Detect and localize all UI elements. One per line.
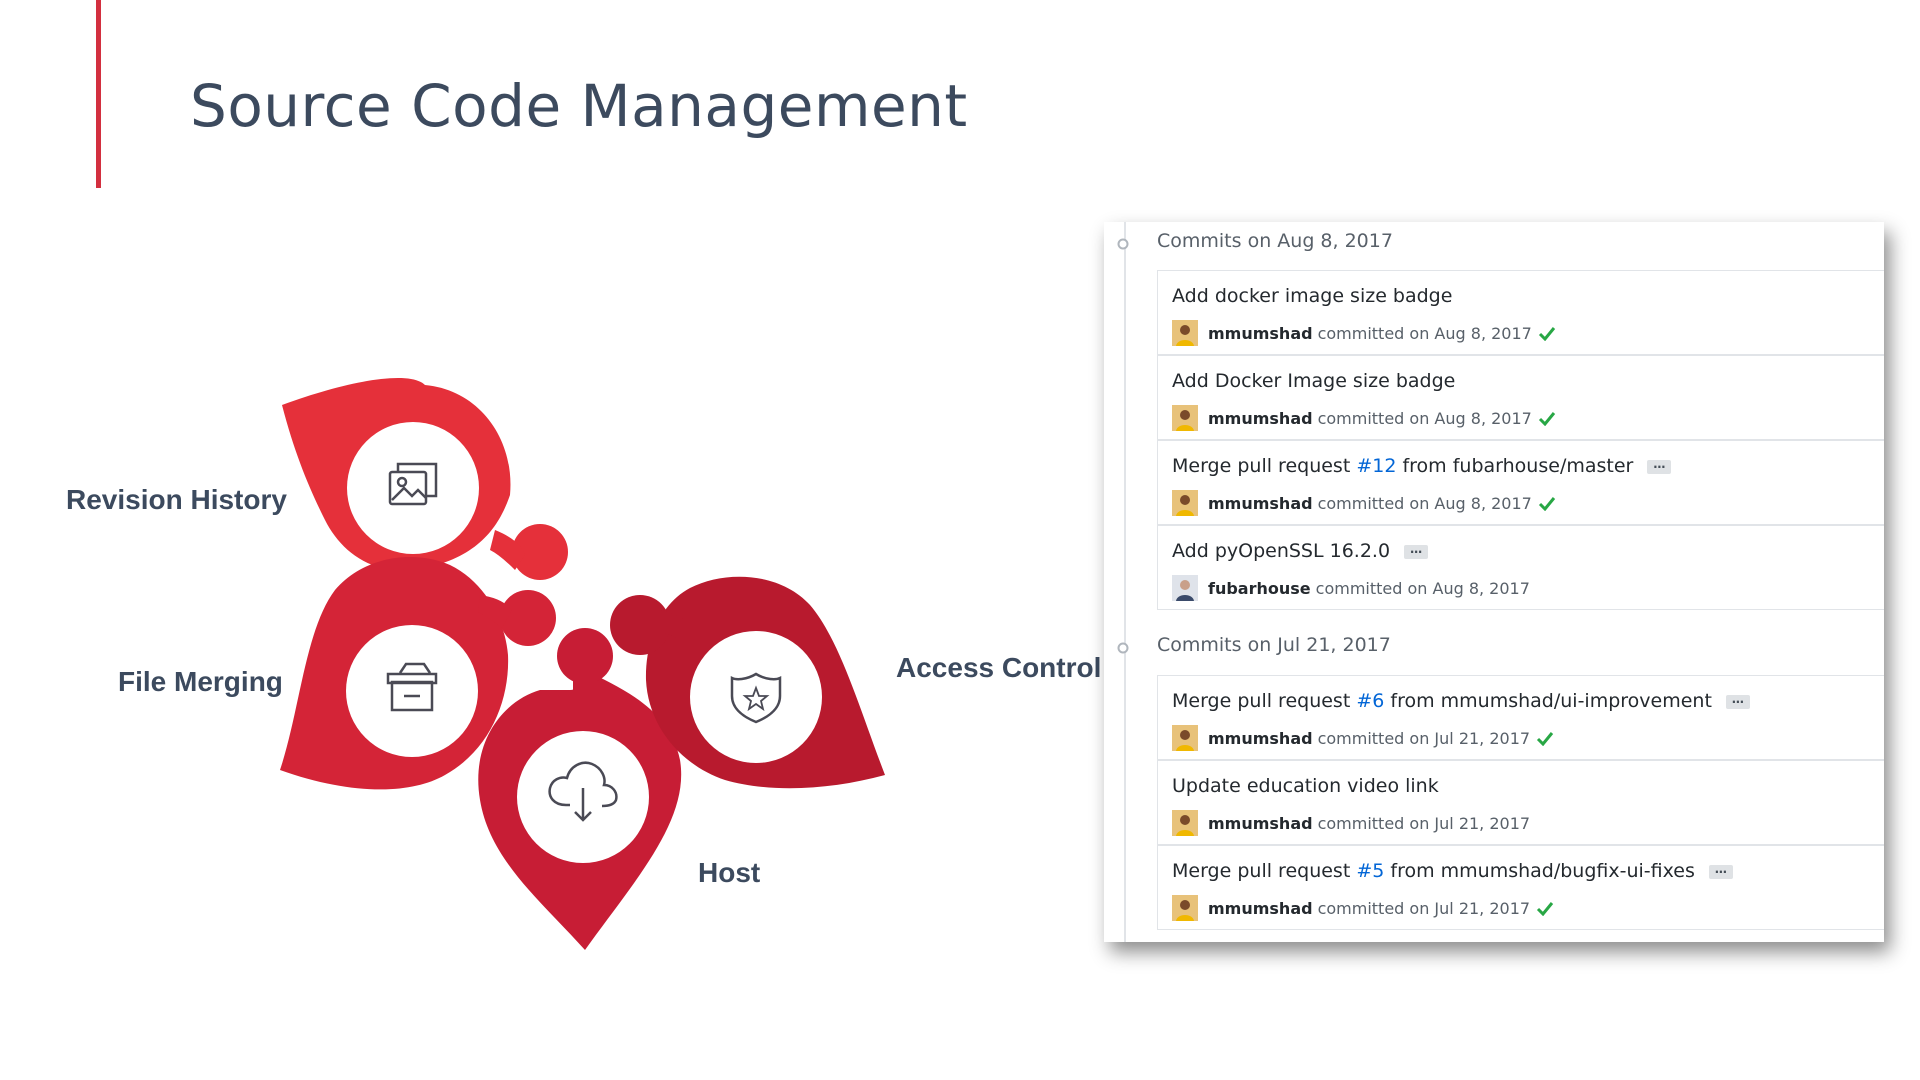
commit-message[interactable]: Add docker image size badge <box>1172 285 1453 307</box>
petal-revision-history <box>282 377 568 580</box>
commit-message-suffix: from mmumshad/ui-improvement <box>1384 690 1712 712</box>
verified-check-icon <box>1538 497 1555 511</box>
timeline-line <box>1124 222 1126 942</box>
commit-message[interactable]: Add pyOpenSSL 16.2.0 … <box>1172 540 1429 562</box>
cloud-download-icon <box>548 761 618 822</box>
verified-check-icon <box>1537 902 1554 916</box>
commit-date: committed on Aug 8, 2017 <box>1317 493 1532 513</box>
slide-title: Source Code Management <box>190 72 968 140</box>
commit-meta: mmumshad committed on Jul 21, 2017 <box>1172 724 1554 752</box>
commit-meta: mmumshad committed on Jul 21, 2017 <box>1172 894 1554 922</box>
expand-message-button[interactable]: … <box>1708 863 1733 879</box>
commit-message-prefix: Merge pull request <box>1172 690 1357 712</box>
commit-meta: mmumshad committed on Jul 21, 2017 <box>1172 809 1530 837</box>
commit-author[interactable]: mmumshad <box>1208 728 1313 748</box>
avatar[interactable] <box>1172 490 1198 516</box>
archive-box-icon <box>386 662 438 712</box>
commit-row[interactable]: Add docker image size badge mmumshad com… <box>1157 270 1884 355</box>
pull-request-link[interactable]: #5 <box>1356 860 1385 882</box>
commit-date: committed on Aug 8, 2017 <box>1315 578 1530 598</box>
commit-message-suffix: from mmumshad/bugfix-ui-fixes <box>1384 860 1695 882</box>
commit-row[interactable]: Update education video link mmumshad com… <box>1157 760 1884 845</box>
commit-meta: mmumshad committed on Aug 8, 2017 <box>1172 319 1556 347</box>
avatar[interactable] <box>1172 575 1198 601</box>
commit-node-icon <box>1117 642 1129 654</box>
commit-group-title: Commits on Jul 21, 2017 <box>1157 634 1391 656</box>
commit-message-suffix: from fubarhouse/master <box>1396 455 1634 477</box>
commit-message[interactable]: Merge pull request #5 from mmumshad/bugf… <box>1172 860 1733 882</box>
avatar[interactable] <box>1172 725 1198 751</box>
commit-row[interactable]: Merge pull request #5 from mmumshad/bugf… <box>1157 845 1884 930</box>
commit-message-text: Add pyOpenSSL 16.2.0 <box>1172 540 1391 562</box>
commit-message[interactable]: Add Docker Image size badge <box>1172 370 1456 392</box>
expand-message-button[interactable]: … <box>1725 693 1750 709</box>
commit-message[interactable]: Update education video link <box>1172 775 1439 797</box>
commit-message-prefix: Merge pull request <box>1172 860 1357 882</box>
feature-diagram <box>280 377 885 950</box>
commit-meta: fubarhouse committed on Aug 8, 2017 <box>1172 574 1530 602</box>
commit-meta: mmumshad committed on Aug 8, 2017 <box>1172 489 1556 517</box>
verified-check-icon <box>1537 732 1554 746</box>
commit-author[interactable]: mmumshad <box>1208 408 1313 428</box>
commit-message[interactable]: Merge pull request #6 from mmumshad/ui-i… <box>1172 690 1750 712</box>
commit-node-icon <box>1117 238 1129 250</box>
avatar[interactable] <box>1172 895 1198 921</box>
commit-author[interactable]: fubarhouse <box>1208 578 1311 598</box>
commit-message[interactable]: Merge pull request #12 from fubarhouse/m… <box>1172 455 1672 477</box>
commit-group-header: Commits on Aug 8, 2017 <box>1104 222 1884 270</box>
commit-group-header: Commits on Jul 21, 2017 <box>1104 626 1884 674</box>
commit-author[interactable]: mmumshad <box>1208 898 1313 918</box>
commit-date: committed on Aug 8, 2017 <box>1317 323 1532 343</box>
commit-author[interactable]: mmumshad <box>1208 493 1313 513</box>
label-revision-history: Revision History <box>66 484 287 515</box>
title-accent-line <box>96 0 98 90</box>
petal-host <box>478 628 682 950</box>
expand-message-button[interactable]: … <box>1404 543 1429 559</box>
commit-message-prefix: Merge pull request <box>1172 455 1357 477</box>
pull-request-link[interactable]: #12 <box>1356 455 1397 477</box>
commit-row[interactable]: Add Docker Image size badge mmumshad com… <box>1157 355 1884 440</box>
commit-date: committed on Jul 21, 2017 <box>1317 728 1531 748</box>
verified-check-icon <box>1538 412 1555 426</box>
label-host: Host <box>698 857 761 888</box>
commit-meta: mmumshad committed on Aug 8, 2017 <box>1172 404 1556 432</box>
avatar[interactable] <box>1172 810 1198 836</box>
petal-access-control <box>610 576 885 789</box>
commit-date: committed on Jul 21, 2017 <box>1317 898 1531 918</box>
label-access-control: Access Control <box>896 652 1102 683</box>
commit-date: committed on Aug 8, 2017 <box>1317 408 1532 428</box>
commit-row[interactable]: Merge pull request #6 from mmumshad/ui-i… <box>1157 675 1884 760</box>
commit-row[interactable]: Merge pull request #12 from fubarhouse/m… <box>1157 440 1884 525</box>
commits-panel: Commits on Aug 8, 2017 Add docker image … <box>1104 222 1884 942</box>
image-gallery-icon <box>388 462 438 506</box>
commit-author[interactable]: mmumshad <box>1208 813 1313 833</box>
label-file-merging: File Merging <box>118 666 283 697</box>
expand-message-button[interactable]: … <box>1647 458 1672 474</box>
commit-row[interactable]: Add pyOpenSSL 16.2.0 … fubarhouse committ… <box>1157 525 1884 610</box>
commit-group-title: Commits on Aug 8, 2017 <box>1157 230 1393 252</box>
shield-star-icon <box>730 672 782 724</box>
avatar[interactable] <box>1172 320 1198 346</box>
avatar[interactable] <box>1172 405 1198 431</box>
pull-request-link[interactable]: #6 <box>1356 690 1385 712</box>
verified-check-icon <box>1538 327 1555 341</box>
title-accent-bar <box>96 0 101 188</box>
commit-date: committed on Jul 21, 2017 <box>1317 813 1531 833</box>
commit-author[interactable]: mmumshad <box>1208 323 1313 343</box>
